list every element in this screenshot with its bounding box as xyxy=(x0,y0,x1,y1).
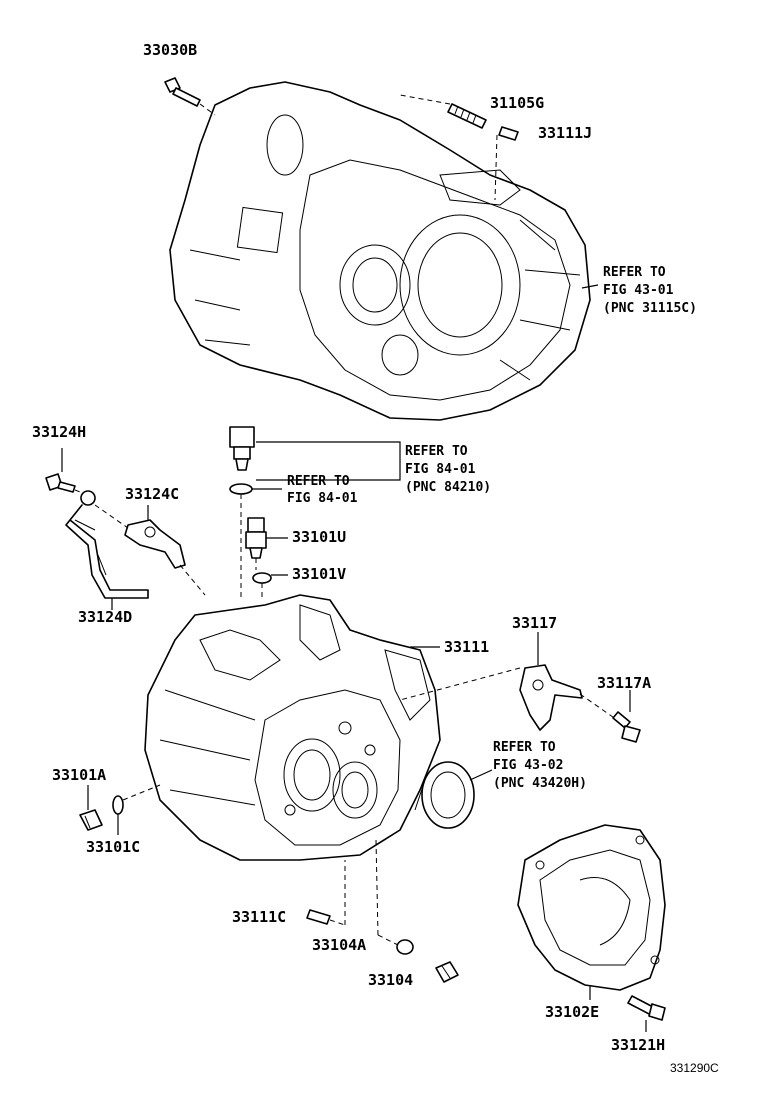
cover-33102E xyxy=(517,824,666,1000)
svg-text:REFER TO: REFER TO xyxy=(493,740,556,755)
bracket-refer xyxy=(256,441,401,481)
refer-fig-84-01-b: REFER TO FIG 84-01 xyxy=(287,474,358,506)
figure-code: 331290C xyxy=(670,1061,719,1075)
label-33124H: 33124H xyxy=(32,423,86,441)
svg-text:FIG 43-01: FIG 43-01 xyxy=(603,283,674,298)
bolt-33121H xyxy=(627,995,666,1032)
bolt-33030B xyxy=(164,77,216,116)
gasket-33101C xyxy=(112,784,161,835)
svg-text:(PNC 84210): (PNC 84210) xyxy=(405,480,491,495)
plug-33101U xyxy=(245,517,288,570)
bracket-33117 xyxy=(399,632,621,731)
label-33101U: 33101U xyxy=(292,528,346,546)
label-33124C: 33124C xyxy=(125,485,179,503)
label-31105G: 31105G xyxy=(490,94,544,112)
refer-fig-43-02: REFER TO FIG 43-02 (PNC 43420H) xyxy=(493,740,587,791)
label-33104A: 33104A xyxy=(312,936,366,954)
svg-text:FIG 84-01: FIG 84-01 xyxy=(287,491,358,506)
label-33124D: 33124D xyxy=(78,608,132,626)
transmission-case-lower xyxy=(144,594,441,861)
svg-text:REFER TO: REFER TO xyxy=(405,444,468,459)
label-33111J: 33111J xyxy=(538,124,592,142)
label-33117: 33117 xyxy=(512,614,557,632)
plug-33104 xyxy=(435,961,459,983)
label-33111C: 33111C xyxy=(232,908,286,926)
gasket-33101V xyxy=(240,520,288,600)
oil-seal xyxy=(414,761,493,829)
label-33101V: 33101V xyxy=(292,565,346,583)
svg-text:REFER TO: REFER TO xyxy=(287,474,350,489)
label-33102E: 33102E xyxy=(545,1003,599,1021)
pin-33111C xyxy=(306,860,346,926)
switch-sensor xyxy=(229,426,255,520)
transmission-case-upper xyxy=(169,81,591,421)
lever-33124D xyxy=(65,490,149,610)
bolt-33124H xyxy=(45,448,89,496)
svg-text:FIG 84-01: FIG 84-01 xyxy=(405,462,476,477)
svg-text:(PNC 31115C): (PNC 31115C) xyxy=(603,301,697,316)
pin-33111J xyxy=(494,126,519,201)
label-33030B: 33030B xyxy=(143,41,197,59)
label-33117A: 33117A xyxy=(597,674,651,692)
label-33111: 33111 xyxy=(444,638,489,656)
refer-fig-84-01-a: REFER TO FIG 84-01 (PNC 84210) xyxy=(405,444,491,495)
stud-31105G xyxy=(399,94,487,129)
svg-text:REFER TO: REFER TO xyxy=(603,265,666,280)
svg-text:(PNC 43420H): (PNC 43420H) xyxy=(493,776,587,791)
bolt-33117A xyxy=(612,690,641,743)
refer-fig-43-01: REFER TO FIG 43-01 (PNC 31115C) xyxy=(603,265,697,316)
gasket-33104A xyxy=(375,839,414,955)
svg-text:FIG 43-02: FIG 43-02 xyxy=(493,758,563,773)
label-33121H: 33121H xyxy=(611,1036,665,1054)
label-33101A: 33101A xyxy=(52,766,106,784)
plug-33101A xyxy=(79,785,103,831)
label-33104: 33104 xyxy=(368,971,413,989)
bracket-33124C xyxy=(94,504,206,596)
label-33101C: 33101C xyxy=(86,838,140,856)
